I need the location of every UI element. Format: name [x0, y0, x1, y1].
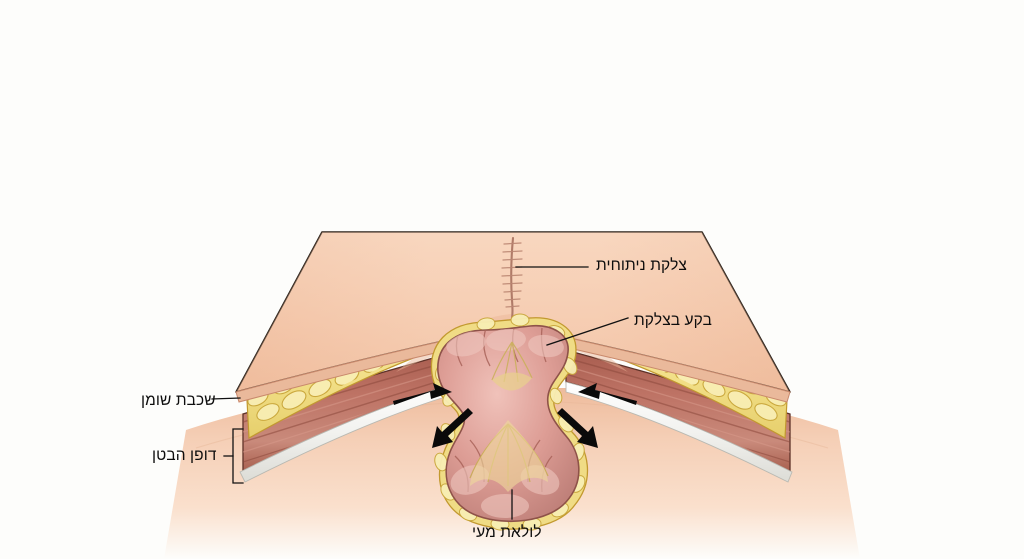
leader-lines: [211, 266, 629, 520]
label-surgical-scar: צלקת ניתוחית: [596, 257, 687, 274]
label-abdominal-wall: דופן הבטן: [152, 447, 217, 464]
pressure-arrows: [393, 383, 637, 448]
pressure-arrow-right-outward: [557, 408, 598, 448]
pressure-arrow-right-inward: [578, 383, 637, 405]
surgical-scar: [501, 236, 523, 320]
bowel-loop: [437, 325, 580, 522]
label-incisional-hernia: בקע בצלקת: [634, 312, 712, 329]
label-bowel-loop: לולאת מעי: [472, 524, 542, 541]
leader-line-fat: [211, 397, 241, 400]
label-fat-layer: שכבת שומן: [141, 392, 216, 409]
pressure-arrow-left-inward: [393, 383, 452, 405]
pressure-arrow-left-outward: [432, 408, 473, 448]
leader-line-hernia: [546, 317, 629, 346]
